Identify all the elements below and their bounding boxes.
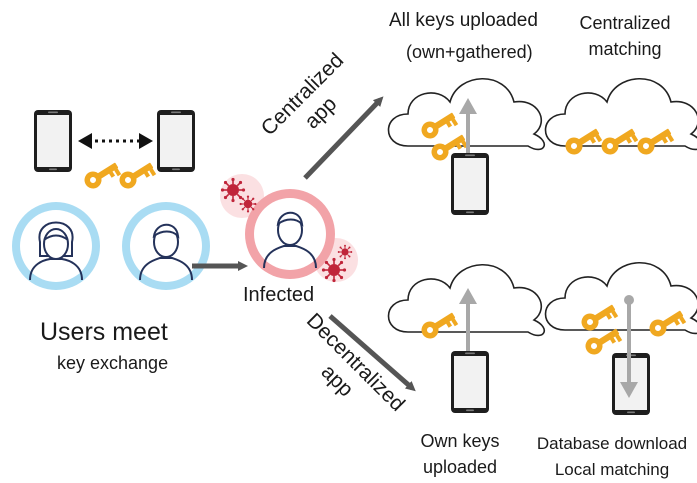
all-keys-uploaded-label: All keys uploaded [389, 10, 538, 32]
own-gathered-label: (own+gathered) [406, 42, 533, 63]
phone-icon [451, 351, 489, 413]
user-avatar-icon [122, 202, 210, 290]
database-download-label: Database download Local matching [527, 431, 697, 483]
phone-icon [34, 110, 72, 172]
phone-icon [157, 110, 195, 172]
virus-icon [322, 258, 346, 282]
key-exchange-label: key exchange [57, 353, 168, 374]
centralized-matching-line1: Centralized [560, 10, 690, 36]
db-download-line2: Local matching [527, 457, 697, 483]
virus-icon [338, 245, 353, 260]
centralized-matching-label: Centralized matching [560, 10, 690, 62]
users-meet-label: Users meet [40, 318, 168, 347]
cloud-icon [546, 263, 697, 334]
phone-icon [451, 153, 489, 215]
db-download-line1: Database download [527, 431, 697, 457]
centralized-matching-line2: matching [560, 36, 690, 62]
user-avatar-icon [12, 202, 100, 290]
own-keys-line1: Own keys [400, 428, 520, 454]
double-arrow-icon [78, 133, 153, 149]
virus-icon [221, 178, 245, 202]
key-icon [81, 158, 122, 193]
own-keys-uploaded-label: Own keys uploaded [400, 428, 520, 480]
key-icon [116, 158, 157, 193]
own-keys-line2: uploaded [400, 454, 520, 480]
infected-label: Infected [243, 284, 314, 307]
virus-icon [240, 196, 257, 213]
user-avatar-infected-icon [245, 189, 335, 279]
